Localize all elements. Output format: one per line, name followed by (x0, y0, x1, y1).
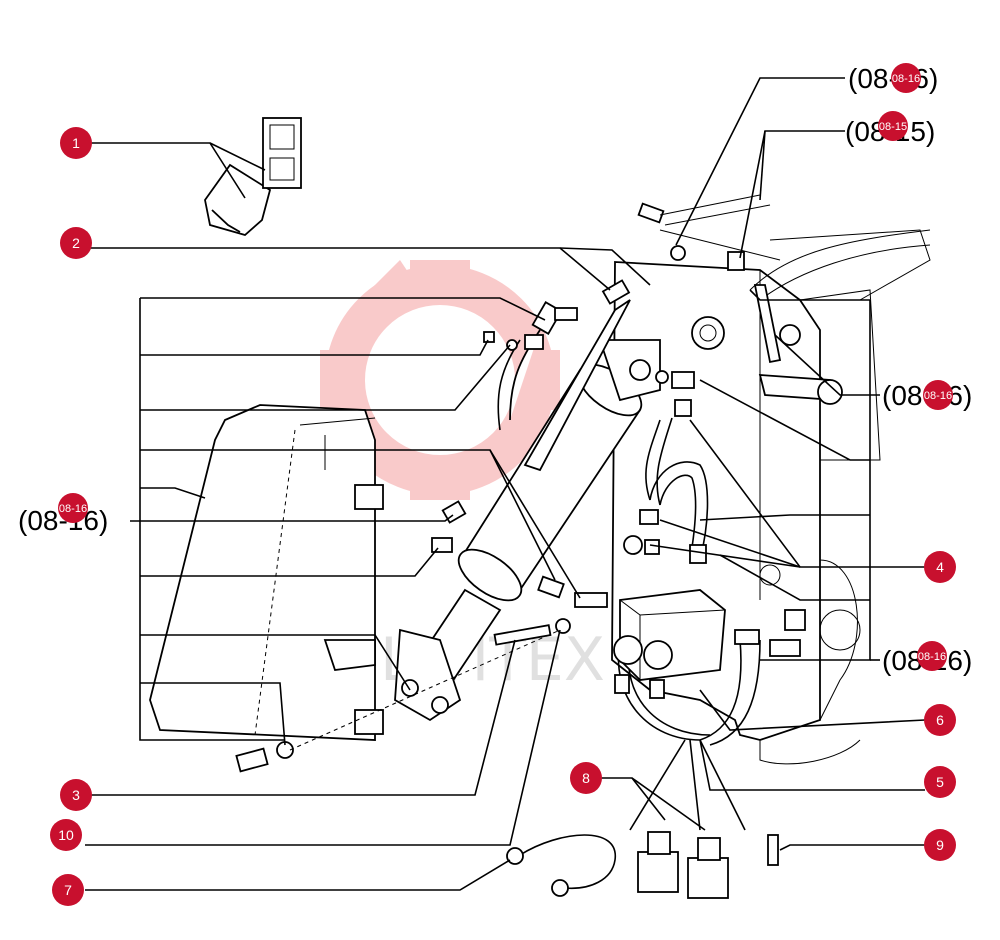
callout-1[interactable]: 1 (60, 127, 92, 159)
svg-text:08-16: 08-16 (59, 503, 87, 515)
svg-text:6: 6 (936, 712, 944, 728)
hydraulic-cylinder (394, 299, 661, 722)
svg-text:10: 10 (58, 827, 74, 843)
svg-text:08-15: 08-15 (879, 121, 907, 133)
callout-3[interactable]: 3 (60, 779, 92, 811)
pin-part (767, 834, 779, 866)
reference-08-16-left: (08-16) 08-16 (18, 493, 108, 536)
svg-text:2: 2 (72, 235, 80, 251)
connectors (637, 831, 729, 899)
reference-badge (58, 493, 88, 523)
reference-badge (878, 111, 908, 141)
callout-2[interactable]: 2 (60, 227, 92, 259)
reference-badge (891, 63, 921, 93)
svg-text:08-16: 08-16 (924, 390, 952, 402)
svg-text:7: 7 (64, 882, 72, 898)
reference-badge (923, 380, 953, 410)
svg-text:3: 3 (72, 787, 80, 803)
callout-8[interactable]: 8 (570, 762, 602, 794)
callout-7[interactable]: 7 (52, 874, 84, 906)
svg-text:08-16: 08-16 (892, 73, 920, 85)
svg-text:5: 5 (936, 774, 944, 790)
bolts (235, 618, 571, 773)
switch-part (204, 117, 302, 237)
svg-text:4: 4 (936, 559, 944, 575)
ground-cable (506, 834, 616, 897)
svg-text:1: 1 (72, 135, 80, 151)
svg-text:9: 9 (936, 837, 944, 853)
reference-badge (917, 641, 947, 671)
valve-block (613, 589, 726, 699)
reference-08-16-right-upper: (08-16) 08-16 (882, 380, 972, 411)
callout-6[interactable]: 6 (924, 704, 956, 736)
reference-08-15: (08-15) 08-15 (845, 111, 935, 147)
leader-lines (85, 77, 926, 891)
callout-4[interactable]: 4 (924, 551, 956, 583)
callout-10[interactable]: 10 (50, 819, 82, 851)
svg-text:08-16: 08-16 (918, 651, 946, 663)
watermark-logo (320, 260, 560, 500)
reference-08-16-right-lower: (08-16) 08-16 (882, 641, 972, 676)
callout-9[interactable]: 9 (924, 829, 956, 861)
callout-5[interactable]: 5 (924, 766, 956, 798)
guard-cover (149, 404, 384, 741)
reference-08-16-top: (08-16) 08-16 (848, 63, 938, 94)
svg-text:8: 8 (582, 770, 590, 786)
